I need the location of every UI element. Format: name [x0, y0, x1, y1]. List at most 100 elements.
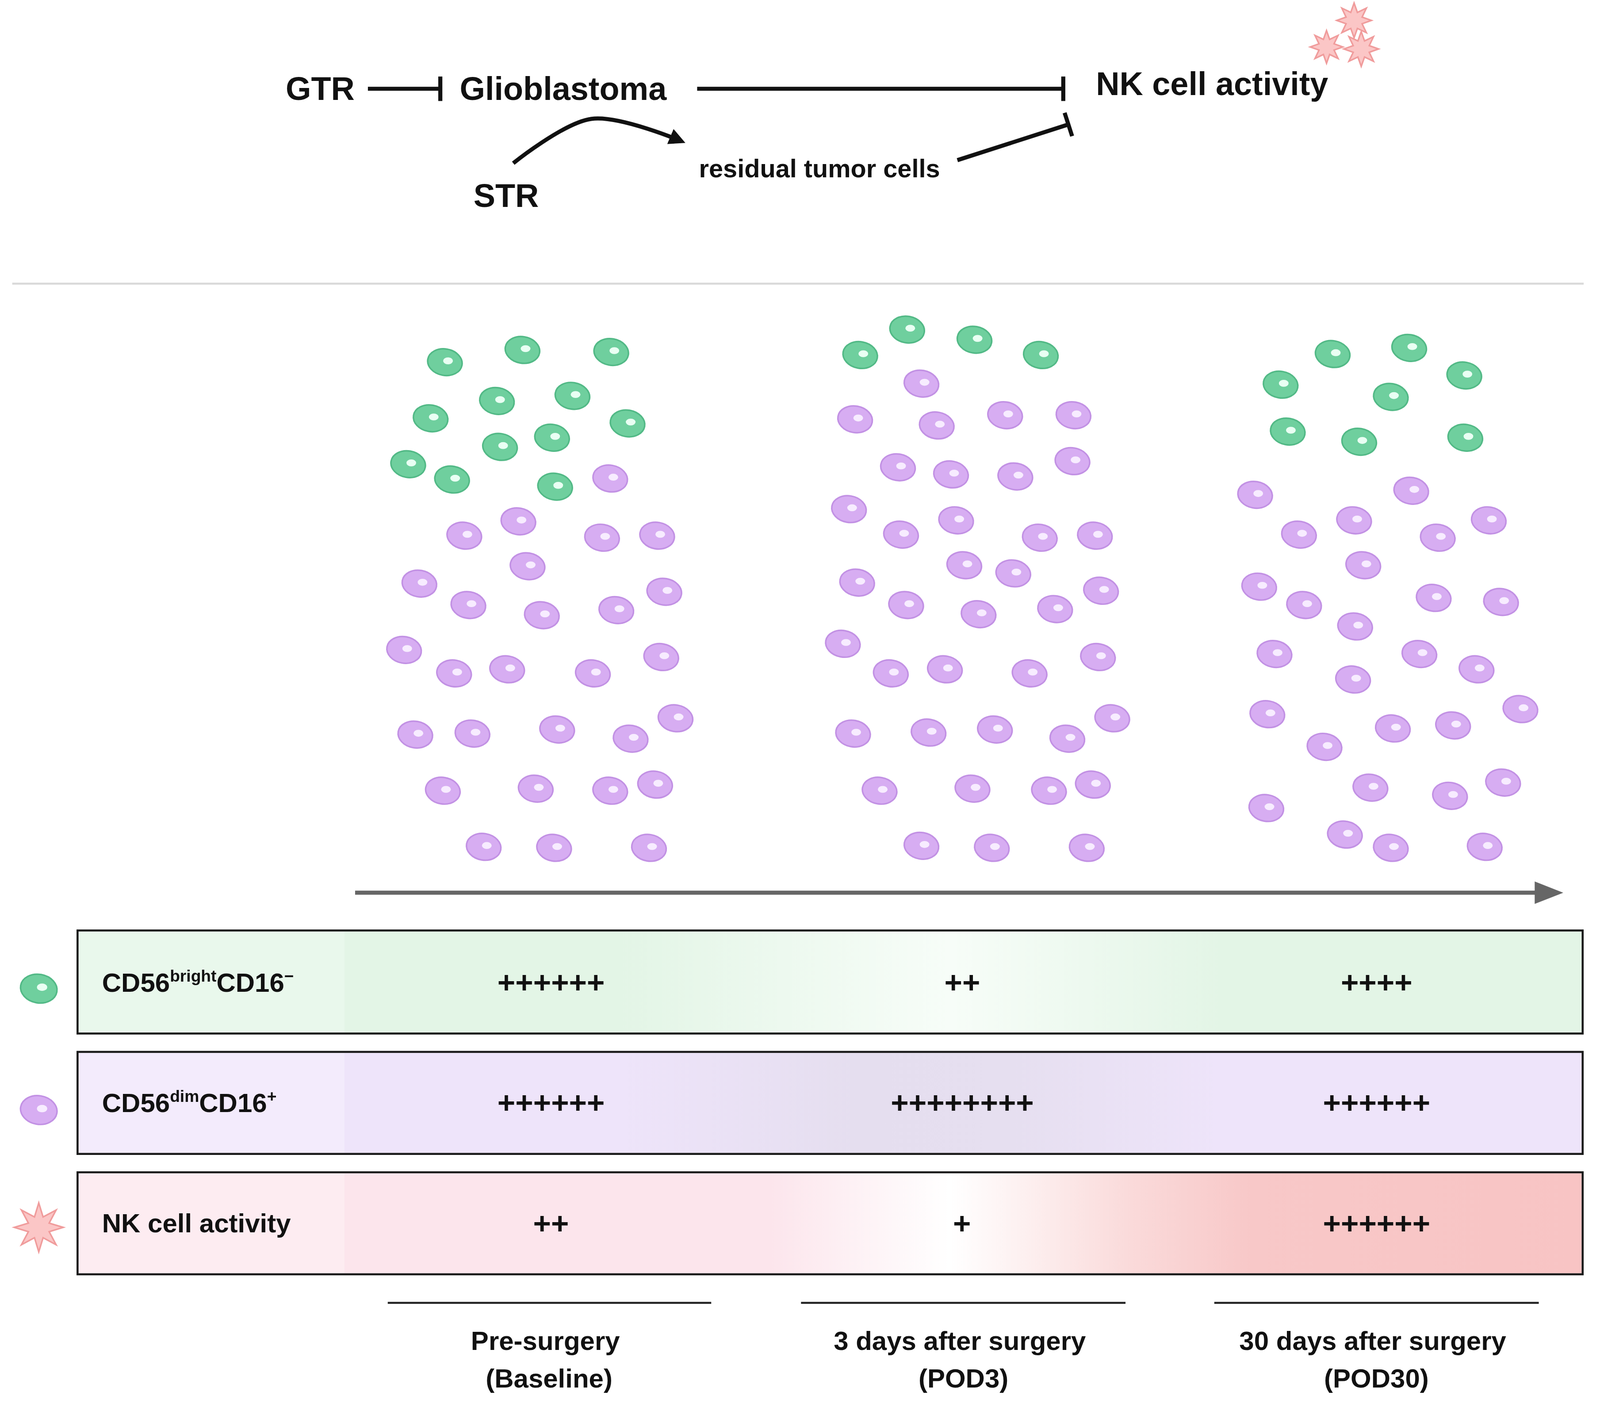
cd56dim-cell-body	[1255, 638, 1294, 671]
cd56dim-cell-nucleus	[505, 664, 516, 672]
cd56bright-cell-body	[1389, 331, 1429, 364]
cd56dim-cell-body	[1054, 399, 1094, 432]
activity-star	[1310, 30, 1344, 64]
cd56dim-cell-nucleus	[1351, 674, 1362, 682]
cd56dim-cell-body	[1391, 474, 1431, 508]
cd56bright-cell-nucleus	[550, 432, 560, 441]
cd56dim-cell-body	[1351, 771, 1390, 804]
cd56bright-cell-nucleus	[1407, 343, 1418, 351]
cd56dim-cell-body	[931, 458, 971, 491]
cd56dim-cell	[917, 409, 957, 442]
cd56dim-cell-body	[1010, 657, 1049, 690]
cd56dim-cell-nucleus	[452, 668, 463, 676]
cd56bright-cell-body	[388, 448, 428, 481]
cd56dim-cell-body	[871, 657, 911, 690]
table-row-band: CD56dimCD16+++++++++++++++++++++	[76, 1051, 1584, 1156]
cd56dim-cell	[1247, 698, 1287, 731]
row-icon-dim-cell-nucleus	[37, 1105, 48, 1113]
cd56bright-cell	[887, 313, 927, 346]
cd56dim-cell-nucleus	[662, 586, 673, 594]
cd56dim-cell-body	[1469, 504, 1509, 537]
cd56dim-cell-body	[881, 518, 921, 552]
cd56bright-cell	[535, 470, 575, 503]
cd56dim-cell-nucleus	[539, 610, 550, 618]
cd56bright-cell-nucleus	[553, 482, 563, 490]
cd56dim-cell	[1052, 445, 1092, 478]
cd56dim-cell-nucleus	[1499, 597, 1509, 605]
cd56bright-cell-nucleus	[905, 324, 915, 332]
cd56dim-cell-nucleus	[1391, 723, 1401, 732]
cd56dim-cell-nucleus	[1272, 649, 1283, 657]
cd56dim-cell-body	[395, 718, 435, 751]
cd56dim-cell	[597, 593, 636, 627]
inhibition-line	[957, 124, 1069, 161]
cd56bright-cell	[1339, 425, 1379, 459]
cd56dim-cell-nucleus	[896, 462, 907, 470]
schematic-term: NK cell activity	[1095, 67, 1329, 100]
column-rule	[800, 1301, 1126, 1305]
cd56bright-cell-body	[1268, 415, 1308, 448]
cd56dim-cell-nucleus	[1047, 785, 1057, 793]
cd56dim-cell-nucleus	[466, 600, 477, 608]
cd56dim-cell	[975, 713, 1015, 746]
cd56dim-cell-body	[1239, 570, 1279, 603]
cd56dim-cell	[1305, 731, 1344, 764]
cd56dim-cell	[582, 521, 622, 555]
nk-cell-population	[384, 313, 1540, 865]
cd56dim-cell	[860, 774, 900, 808]
cd56dim-cell-nucleus	[1264, 803, 1275, 811]
cd56dim-cell	[878, 451, 918, 484]
cd56bright-cell	[480, 430, 520, 464]
cd56dim-cell	[1418, 521, 1458, 555]
row-label: NK cell activity	[102, 1210, 291, 1237]
cd56dim-cell	[902, 829, 942, 862]
cd56dim-cell-body	[444, 519, 484, 552]
cd56dim-cell-body	[985, 399, 1025, 432]
cd56dim-cell-body	[641, 641, 681, 674]
cd56dim-cell-body	[498, 505, 538, 538]
cd56dim-cell-nucleus	[1110, 713, 1121, 721]
cd56dim-cell-nucleus	[1257, 581, 1267, 590]
timeline-arrowhead	[1534, 881, 1564, 905]
cd56dim-cell-nucleus	[954, 515, 965, 523]
cd56dim-cell-nucleus	[993, 724, 1003, 732]
cd56dim-cell-nucleus	[440, 785, 451, 793]
cd56dim-cell-nucleus	[1389, 843, 1399, 851]
timepoint-label: Pre-surgery (Baseline)	[470, 1322, 628, 1398]
cd56dim-cell-body	[656, 702, 696, 735]
cd56dim-cell-nucleus	[673, 713, 684, 721]
cd56dim-cell-nucleus	[888, 668, 899, 676]
cd56bright-cell	[477, 384, 517, 418]
cd56dim-cell	[995, 460, 1035, 493]
cd56bright-cell-nucleus	[1278, 379, 1289, 387]
row-icon-dim-cell	[18, 1092, 60, 1128]
cd56dim-cell	[1335, 610, 1375, 643]
cd56dim-cell-body	[1400, 638, 1440, 671]
cd56dim-cell-nucleus	[516, 516, 527, 524]
cd56dim-cell	[1334, 504, 1374, 537]
cd56bright-cell-nucleus	[443, 357, 453, 365]
cd56dim-cell-nucleus	[525, 561, 536, 569]
cd56dim-cell-body	[434, 657, 474, 690]
cd56dim-cell-nucleus	[614, 605, 625, 613]
cd56dim-cell-nucleus	[949, 469, 960, 477]
cd56bright-cell-body	[887, 313, 927, 346]
term-text: STR	[473, 179, 540, 213]
cd56bright-cell	[591, 336, 631, 369]
cd56dim-cell	[498, 505, 538, 538]
cd56dim-cell-body	[1284, 589, 1324, 622]
cd56dim-cell-body	[1418, 521, 1458, 555]
cd56dim-cell-nucleus	[976, 609, 987, 617]
cd56dim-cell	[444, 519, 484, 552]
cd56dim-cell-body	[829, 493, 869, 526]
cd56dim-cell-body	[1465, 830, 1505, 864]
cd56dim-cell-body	[629, 831, 669, 865]
cd56bright-cell	[608, 407, 647, 440]
cd56dim-cell	[611, 722, 651, 755]
cd56bright-cell-body	[840, 339, 880, 372]
cd56dim-cell-body	[1334, 504, 1374, 537]
cd56dim-cell	[452, 717, 492, 751]
cd56dim-cell-body	[1020, 521, 1060, 555]
cd56dim-cell	[1333, 663, 1373, 696]
